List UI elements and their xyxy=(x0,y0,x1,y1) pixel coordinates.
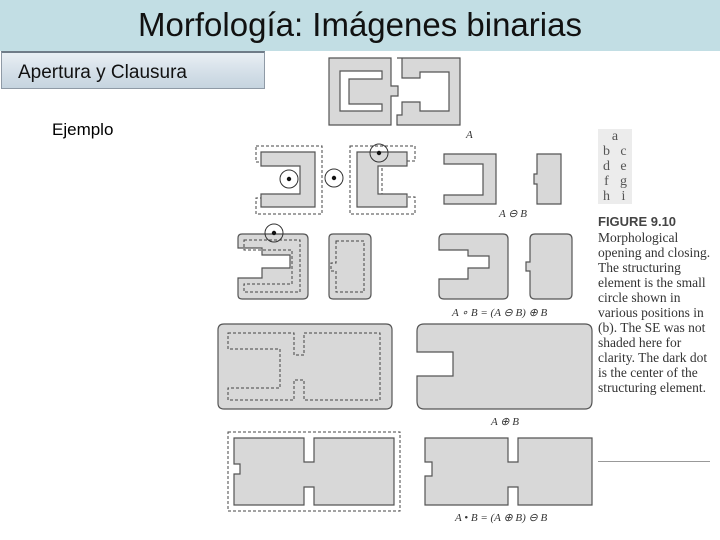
subfig-label: g xyxy=(620,174,627,189)
panel-c xyxy=(443,153,562,205)
subfig-label: h xyxy=(603,189,610,204)
slide-title: Morfología: Imágenes binarias xyxy=(138,6,582,43)
label-a: A xyxy=(465,129,473,141)
example-label: Ejemplo xyxy=(52,120,114,139)
panel-e xyxy=(438,233,573,300)
subtitle-text: Apertura y Clausura xyxy=(18,62,187,83)
panel-g xyxy=(416,323,593,410)
subfig-label: c xyxy=(620,144,627,159)
panel-f xyxy=(217,323,393,410)
label-e: A ∘ B = (A ⊖ B) ⊕ B xyxy=(451,307,548,319)
title-bar xyxy=(0,0,720,51)
panel-i xyxy=(424,437,593,506)
label-i: A • B = (A ⊕ B) ⊖ B xyxy=(454,512,548,524)
subfig-label: i xyxy=(621,189,626,204)
panel-b xyxy=(255,143,416,215)
subfig-label: f xyxy=(604,174,609,189)
panel-h xyxy=(227,431,401,512)
subfig-label: e xyxy=(620,159,627,174)
label-g: A ⊕ B xyxy=(490,416,519,428)
subtitle-box: Apertura y Clausura xyxy=(1,51,265,89)
figure-caption: FIGURE 9.10 Morphological opening and cl… xyxy=(598,214,718,395)
subfig-label: a xyxy=(611,129,619,144)
subfig-label: b xyxy=(603,144,610,159)
shape-a xyxy=(328,57,461,126)
morphology-figure: .shape { fill: #d8d8d8; stroke: #555; st… xyxy=(217,57,593,524)
caption-label: FIGURE 9.10 xyxy=(598,214,677,229)
caption-text: Morphological opening and closing. The s… xyxy=(598,230,711,395)
subfig-label: d xyxy=(603,159,610,174)
panel-d xyxy=(237,223,372,300)
label-c: A ⊖ B xyxy=(498,208,527,220)
caption-divider xyxy=(598,461,710,462)
